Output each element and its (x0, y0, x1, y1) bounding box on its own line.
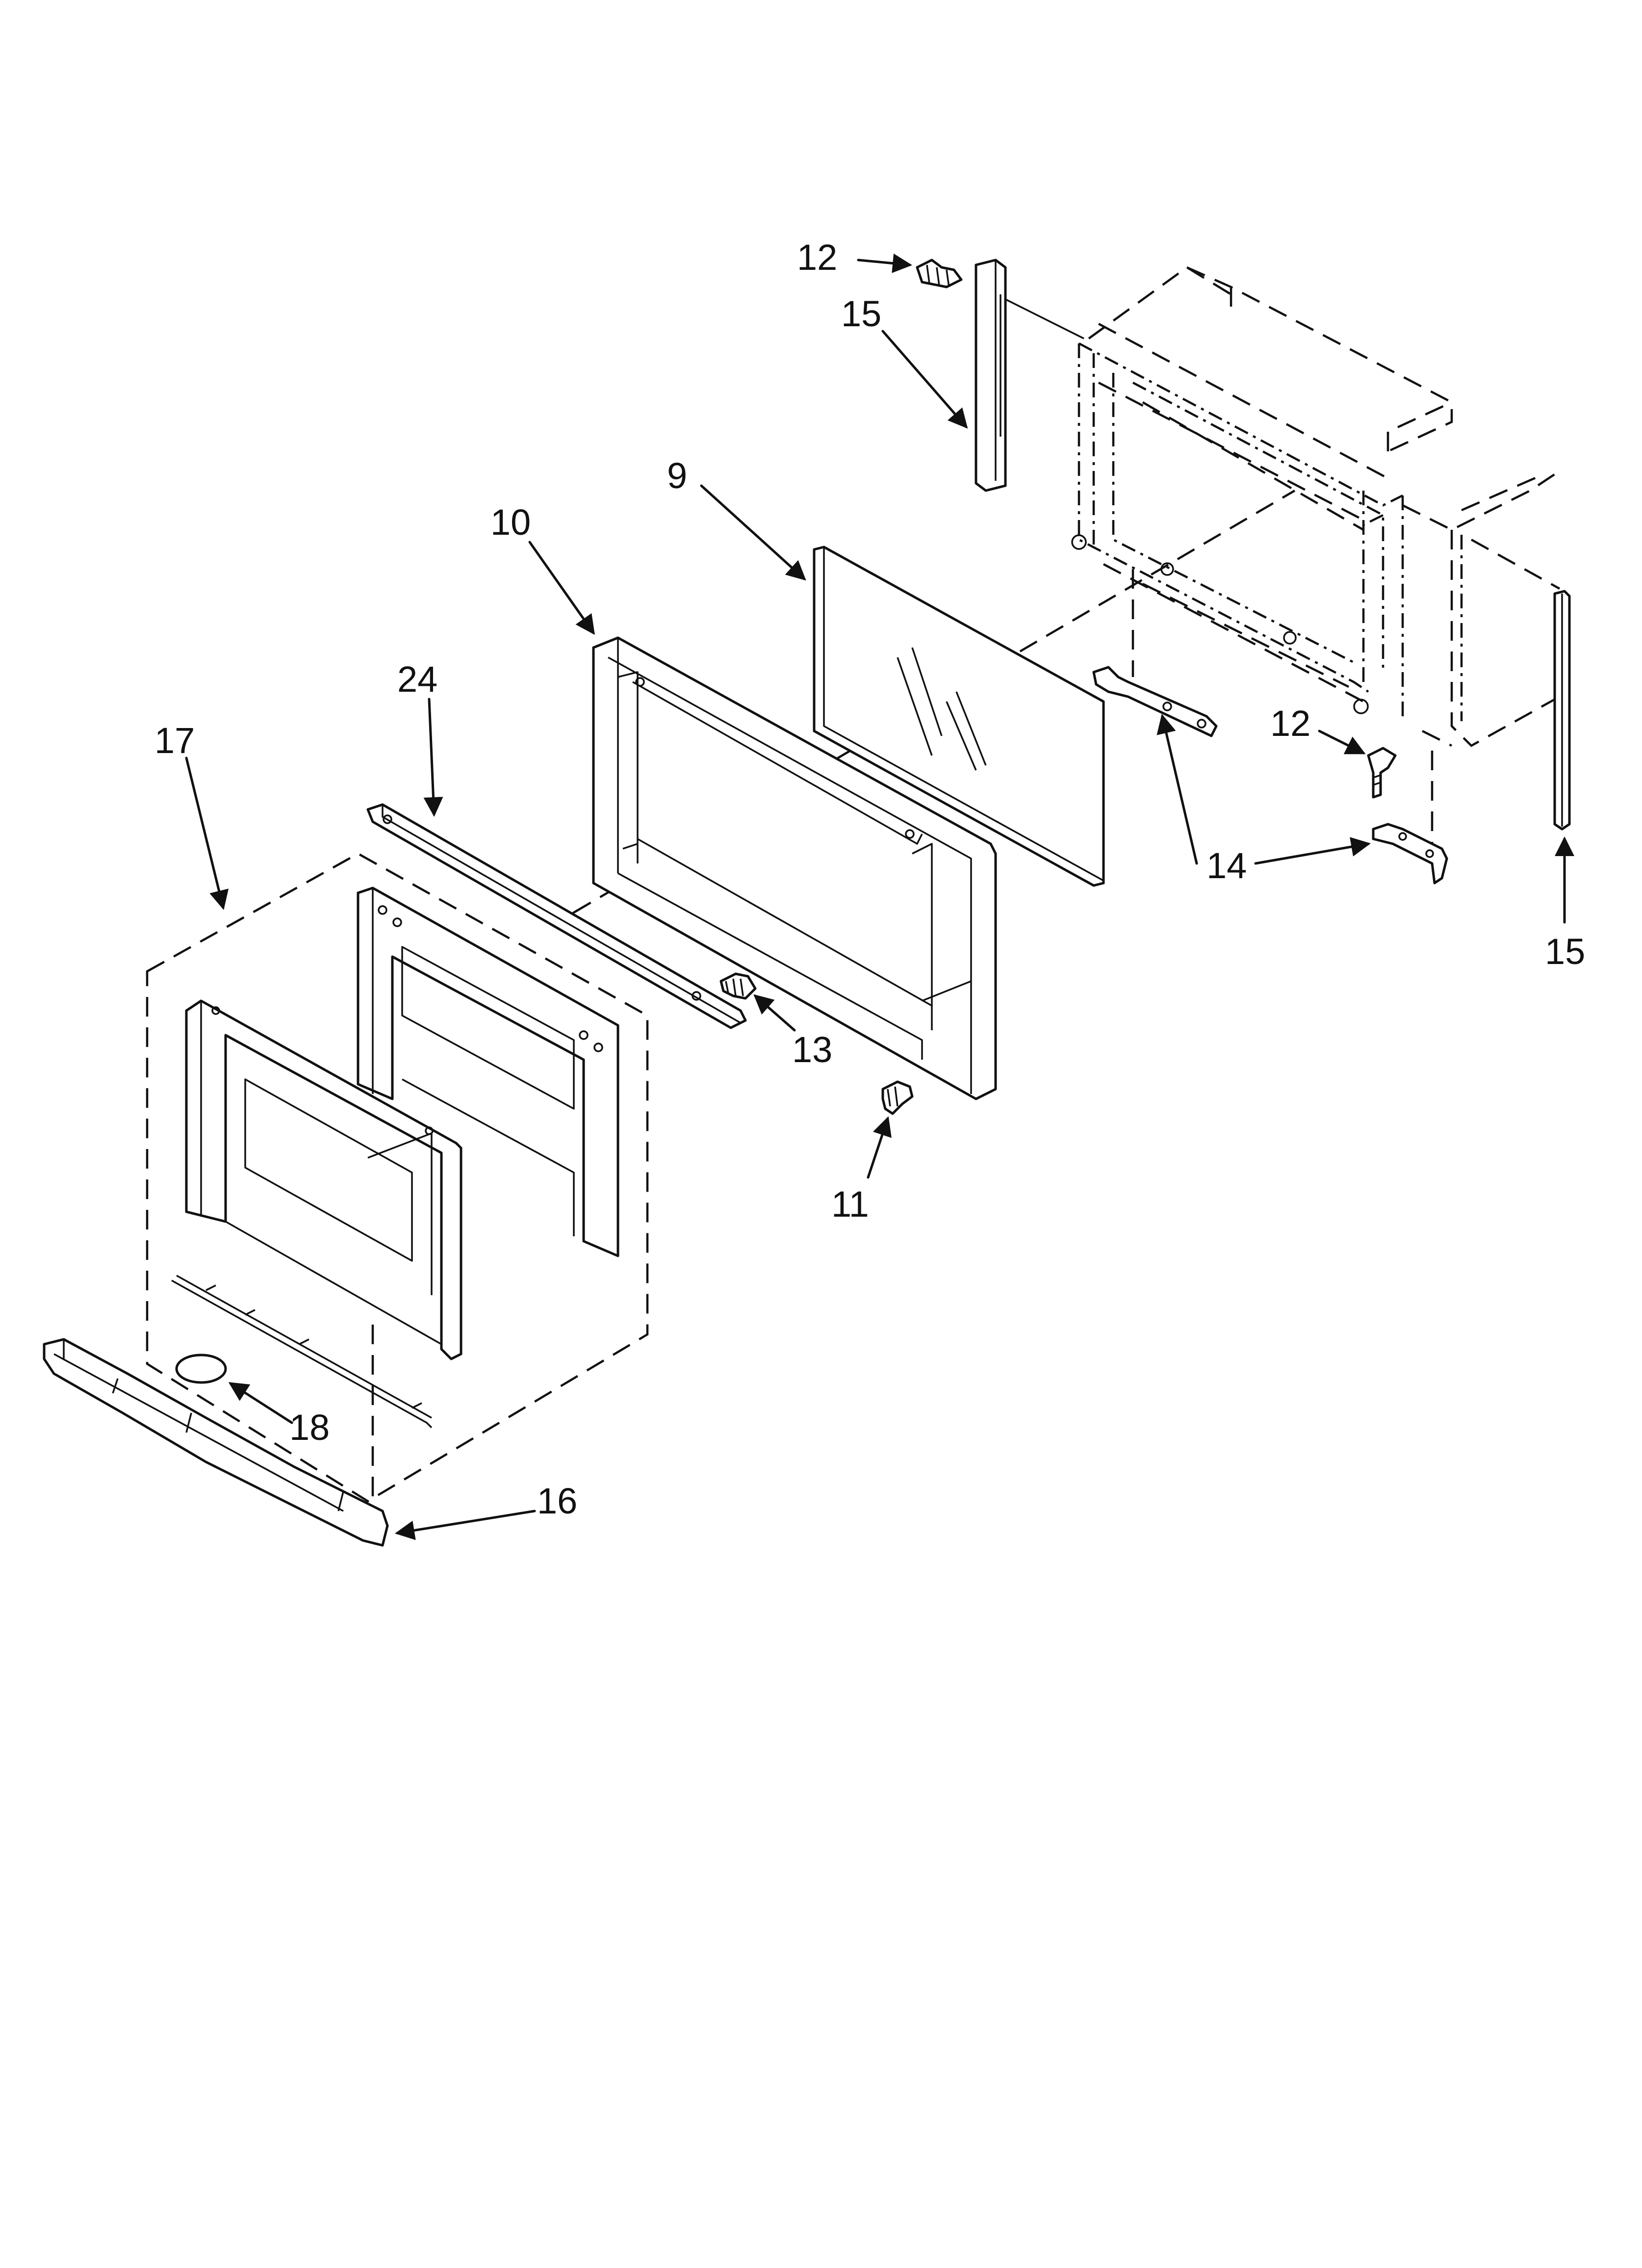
part-12-screw-lower (1367, 747, 1397, 799)
part-11-screw (881, 1080, 914, 1115)
callout-18: 18 (289, 1407, 330, 1448)
leader-lines (185, 253, 1574, 1540)
part-24-rail (366, 803, 747, 1029)
callout-10: 10 (490, 502, 531, 543)
callout-labels: 12 15 9 10 24 17 12 14 15 13 11 18 16 (154, 237, 1585, 1521)
part-14-bracket-lower (1372, 823, 1448, 885)
part-17-door-assembly-outline (146, 852, 649, 1503)
callout-11: 11 (831, 1184, 869, 1225)
part-10-door-frame (592, 636, 997, 1100)
callout-12-top: 12 (797, 237, 837, 278)
part-16-handle (43, 1338, 389, 1547)
part-18-badge (175, 1354, 227, 1384)
callout-14: 14 (1206, 845, 1247, 886)
callout-17: 17 (154, 720, 195, 761)
callout-15-right: 15 (1545, 931, 1585, 972)
inner-door-panel (357, 886, 619, 1257)
callout-16: 16 (537, 1481, 577, 1521)
part-9-glass-panel (813, 546, 1105, 887)
part-12-screw-upper (916, 259, 963, 288)
callout-13: 13 (792, 1029, 832, 1070)
oven-cavity-outline (1071, 266, 1561, 747)
callout-9: 9 (667, 455, 687, 496)
part-15-upper-trim (975, 259, 1084, 492)
callout-12-right: 12 (1270, 703, 1310, 744)
part-14-bracket-upper (1092, 666, 1218, 737)
outer-door-panel (185, 999, 462, 1360)
door-bottom-strip (171, 1275, 433, 1429)
part-15-lower-trim (1553, 590, 1571, 831)
callout-24: 24 (397, 659, 437, 700)
callout-15-top: 15 (841, 293, 881, 334)
part-13-screw (719, 972, 757, 1000)
